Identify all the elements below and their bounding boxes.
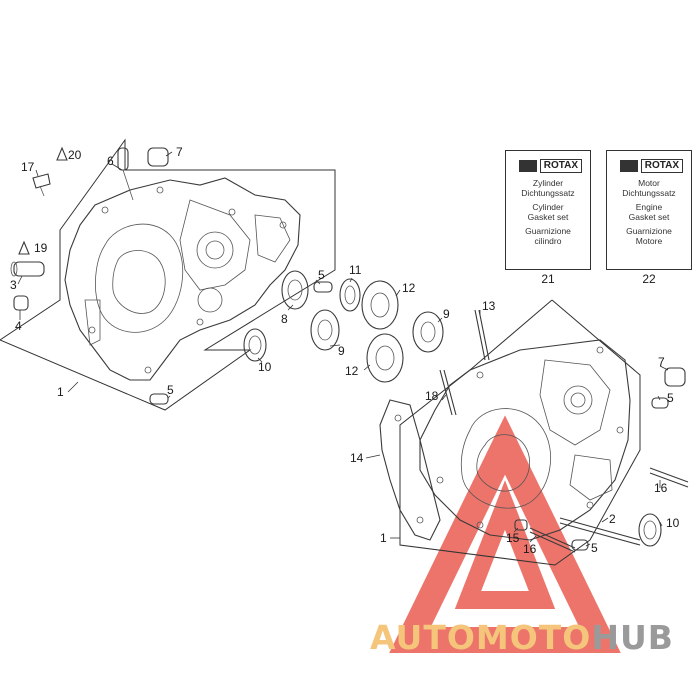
callout-11: 11: [349, 263, 362, 277]
kit-line: Guarnizione: [525, 226, 571, 236]
rotax-logo: ROTAX: [615, 159, 683, 173]
callout-7-top: 7: [176, 145, 183, 159]
callout-22: 22: [642, 272, 656, 286]
kit-line: Dichtungssatz: [622, 187, 676, 198]
callout-13: 13: [482, 299, 496, 313]
kit-line: Gasket set: [628, 211, 670, 222]
callout-19: 19: [34, 241, 48, 255]
callout-16-right: 16: [654, 481, 668, 495]
kit-line: Cylinder: [532, 202, 564, 212]
callout-5-mid: 5: [318, 268, 325, 282]
callout-14: 14: [350, 451, 364, 465]
callout-7-right: 7: [658, 355, 665, 369]
callout-3: 3: [10, 278, 17, 292]
callout-12-top: 12: [402, 281, 416, 295]
leader-lines: [17, 151, 669, 547]
right-case-group-frame: [399, 299, 641, 566]
kit-card-cylinder-gasket: ROTAX Zylinder Dichtungssatz Cylinder Ga…: [505, 150, 591, 270]
kit-line: Guarnizione: [626, 226, 672, 236]
rotax-logo-icon: [518, 160, 537, 172]
rotax-logo-icon: [619, 160, 638, 172]
rotax-brand-text: ROTAX: [539, 159, 582, 173]
left-case-group-frame: [0, 138, 336, 411]
crankcase-gasket: [379, 399, 441, 541]
callout-17: 17: [21, 160, 35, 174]
callout-labels: 17 20 6 7 19 3 4 5 8 10 9 11 12 12 9 13 …: [10, 145, 680, 556]
callout-1-left: 1: [57, 385, 64, 399]
callout-12-bottom: 12: [345, 364, 359, 378]
callout-6: 6: [107, 154, 114, 168]
callout-4: 4: [15, 319, 22, 333]
callout-10-left: 10: [258, 360, 272, 374]
watermark-part-auto: AUTO: [370, 618, 476, 657]
callout-5-bottom: 5: [591, 541, 598, 555]
callout-5-right: 5: [667, 391, 674, 405]
callout-2: 2: [609, 512, 616, 526]
bearings-and-seals: [243, 270, 490, 416]
callout-15: 15: [506, 531, 520, 545]
left-crankcase-half: [64, 177, 301, 381]
callout-10-right: 10: [666, 516, 680, 530]
callout-5-left: 5: [167, 383, 174, 397]
right-small-parts: [514, 367, 689, 553]
kit-line: Zylinder: [532, 178, 564, 188]
kit-line: Motore: [635, 235, 663, 246]
rotax-brand-text: ROTAX: [640, 159, 683, 173]
kit-line: Engine: [635, 202, 663, 212]
watermark-part-moto: MOTO: [475, 618, 592, 657]
kit-card-engine-gasket: ROTAX Motor Dichtungssatz Engine Gasket …: [606, 150, 692, 270]
kit-line: Dichtungssatz: [521, 187, 575, 198]
kit-line: Gasket set: [527, 211, 569, 222]
kit-line: Motor: [638, 178, 660, 188]
callout-8: 8: [281, 312, 288, 326]
callout-9-right: 9: [443, 307, 450, 321]
callout-18: 18: [425, 389, 439, 403]
callout-1-right: 1: [380, 531, 387, 545]
callout-9-left: 9: [338, 344, 345, 358]
kit-line: cilindro: [534, 235, 562, 246]
callout-16-bottom: 16: [523, 542, 537, 556]
watermark-text: AUTOMOTOHUB: [370, 618, 700, 657]
rotax-logo: ROTAX: [514, 159, 582, 173]
left-small-parts: [10, 146, 333, 405]
callout-21: 21: [541, 272, 555, 286]
callout-20: 20: [68, 148, 82, 162]
watermark-part-hub: HUB: [591, 618, 674, 657]
